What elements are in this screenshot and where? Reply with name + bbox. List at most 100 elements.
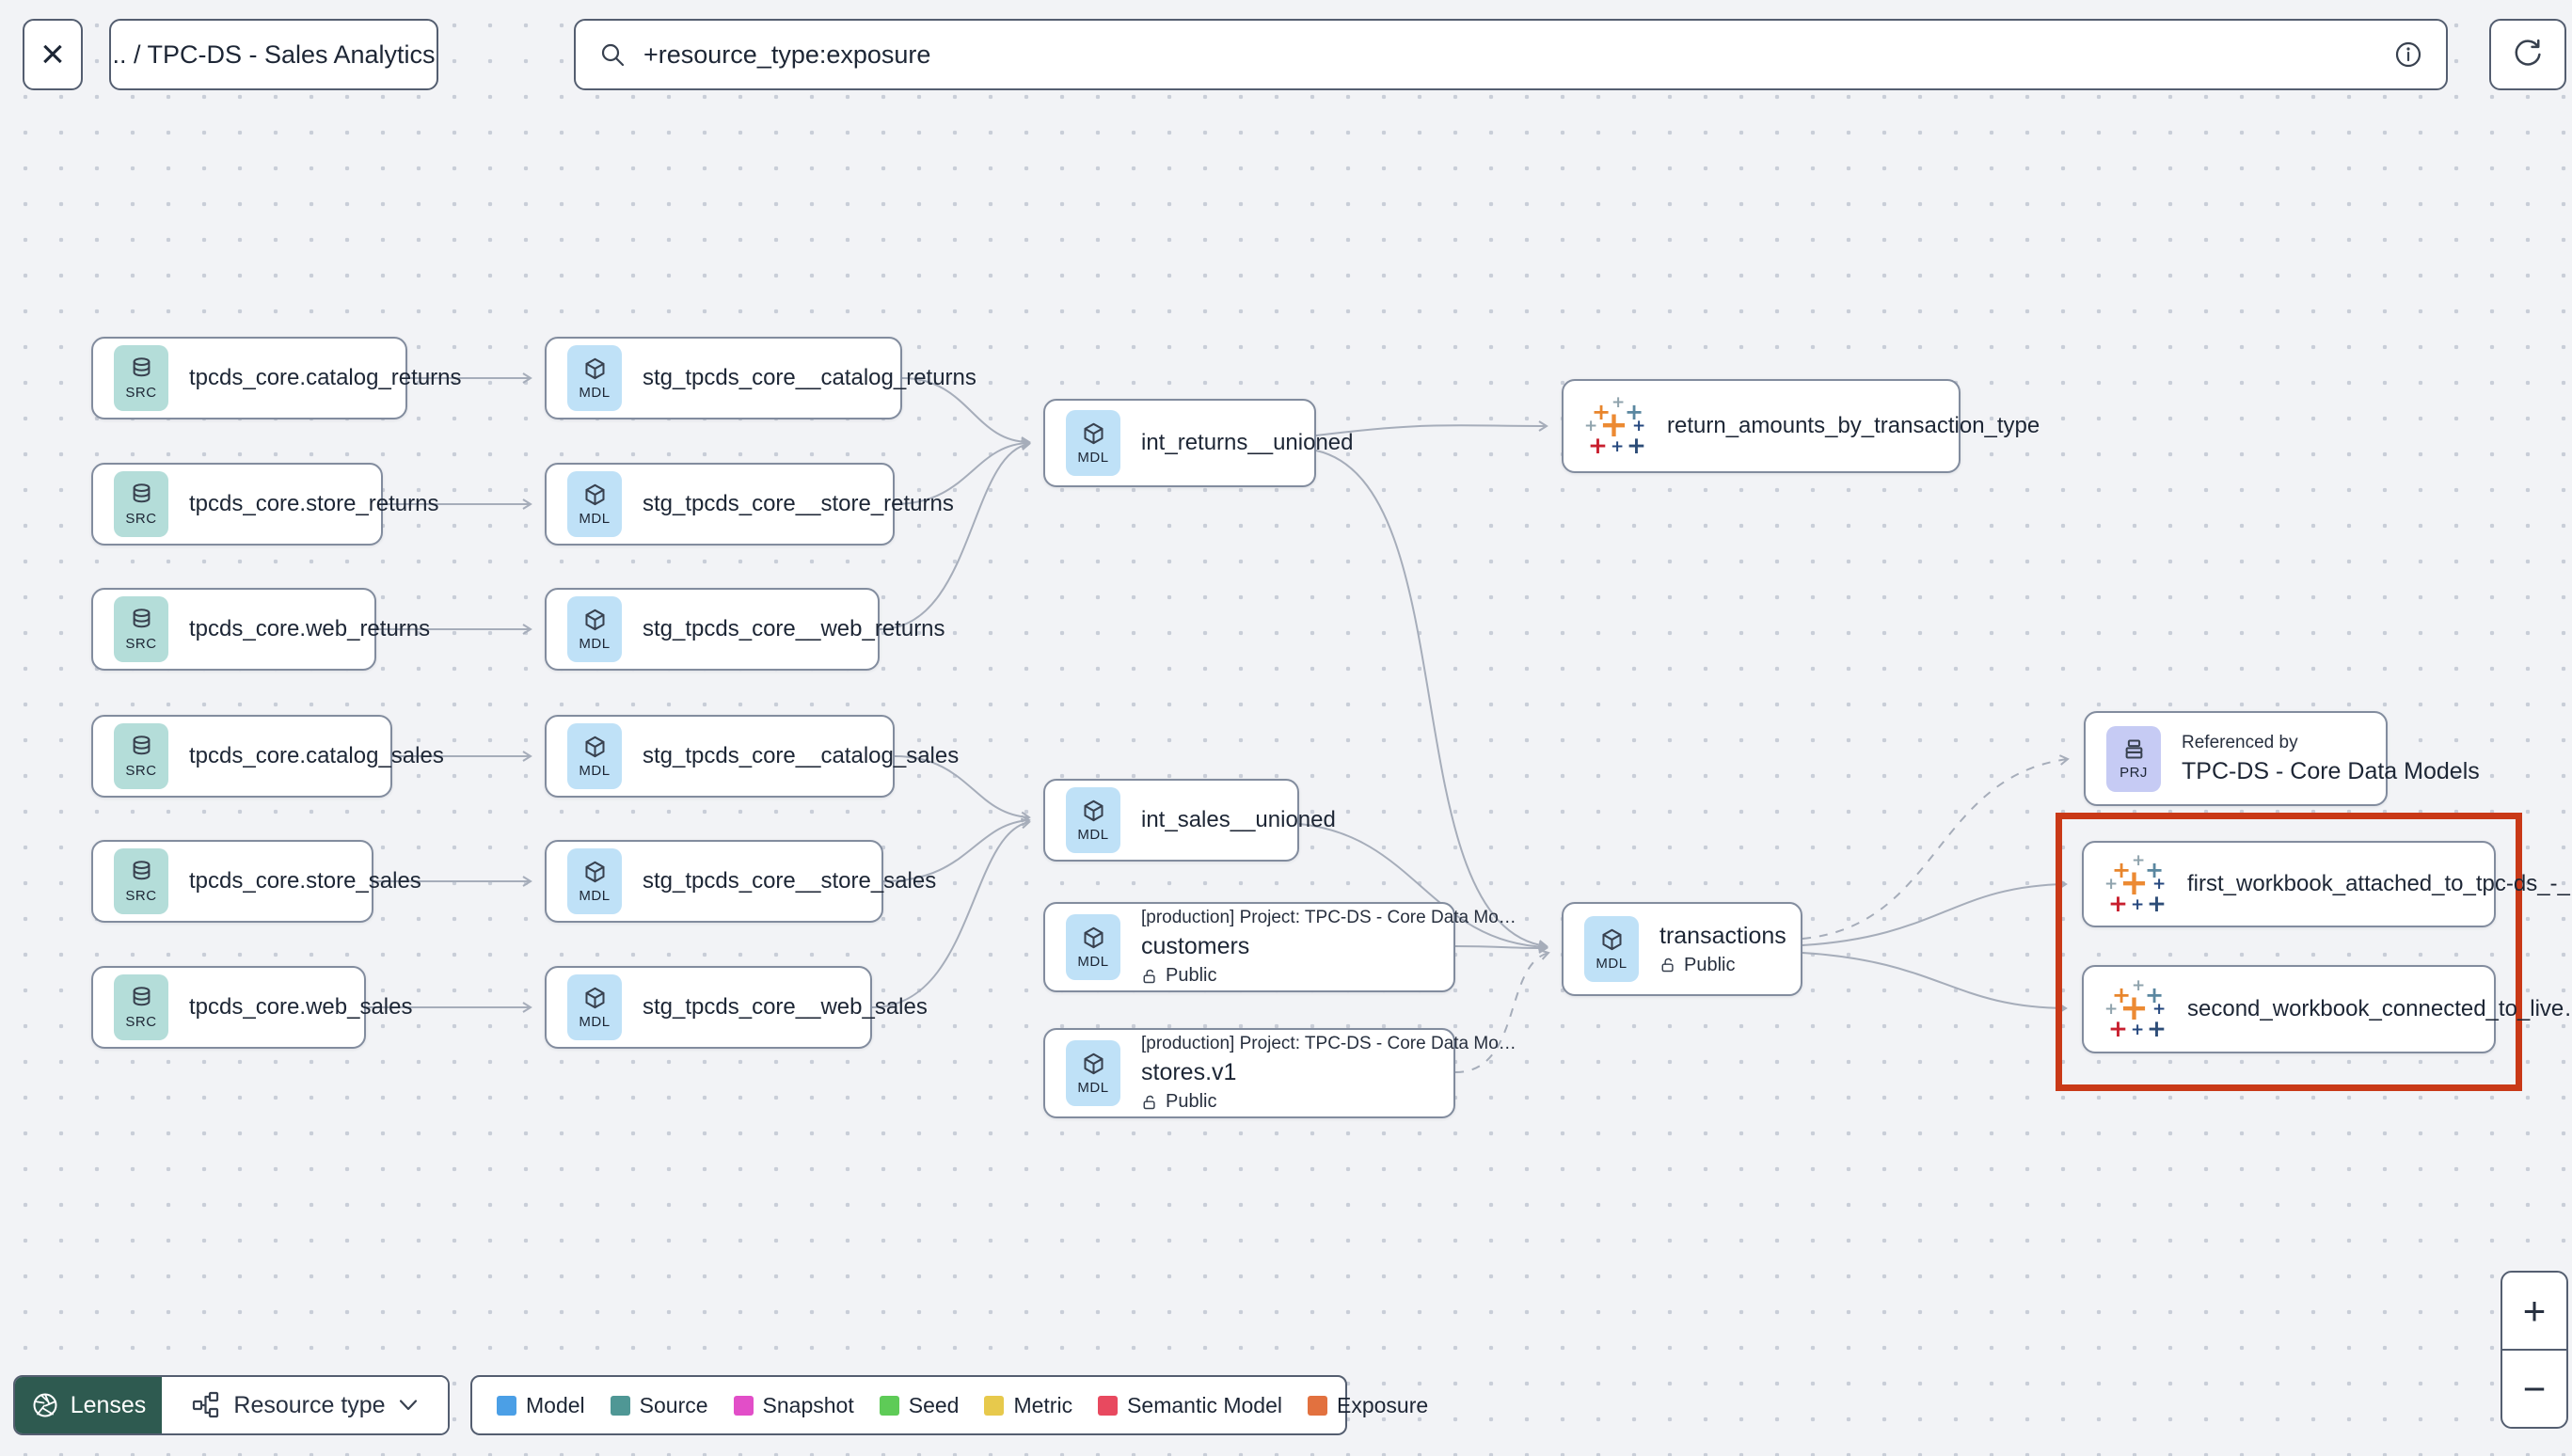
node-stg-store-sales[interactable]: MDL stg_tpcds_core__store_sales bbox=[545, 840, 936, 923]
close-button[interactable]: × bbox=[23, 19, 83, 90]
node-exposure-first-workbook[interactable]: +++ +++ +++ first_workbook_attached_to_t… bbox=[2082, 841, 2572, 927]
node-stg-web-returns[interactable]: MDL stg_tpcds_core__web_returns bbox=[545, 588, 945, 671]
cube-icon bbox=[584, 861, 605, 882]
legend-item-semantic-model: Semantic Model bbox=[1098, 1393, 1282, 1418]
refresh-button[interactable] bbox=[2489, 19, 2566, 90]
model-badge: MDL bbox=[567, 974, 622, 1040]
node-source-web-returns[interactable]: SRC tpcds_core.web_returns bbox=[91, 588, 430, 671]
model-badge: MDL bbox=[567, 848, 622, 914]
layers-icon bbox=[2125, 739, 2142, 759]
legend-item-metric: Metric bbox=[984, 1393, 1072, 1418]
source-badge: SRC bbox=[114, 848, 168, 914]
node-int-returns-unioned[interactable]: MDL int_returns__unioned bbox=[1043, 399, 1354, 487]
node-customers[interactable]: MDL [production] Project: TPC-DS - Core … bbox=[1043, 902, 1516, 992]
legend-item-exposure: Exposure bbox=[1308, 1393, 1428, 1418]
search-icon bbox=[601, 43, 625, 67]
database-icon bbox=[133, 860, 150, 879]
cube-icon bbox=[1601, 928, 1622, 950]
zoom-out-button[interactable]: − bbox=[2502, 1351, 2566, 1427]
cube-icon bbox=[584, 357, 605, 379]
search-bar[interactable] bbox=[574, 19, 2448, 90]
model-badge: MDL bbox=[1066, 914, 1120, 980]
close-icon: × bbox=[40, 31, 65, 77]
node-stores-v1[interactable]: MDL [production] Project: TPC-DS - Core … bbox=[1043, 1028, 1516, 1118]
model-badge: MDL bbox=[567, 596, 622, 662]
chevron-down-icon bbox=[399, 1400, 417, 1411]
node-source-catalog-sales[interactable]: SRC tpcds_core.catalog_sales bbox=[91, 715, 444, 798]
node-source-web-sales[interactable]: SRC tpcds_core.web_sales bbox=[91, 966, 412, 1049]
node-exposure-second-workbook[interactable]: +++ +++ +++ second_workbook_connected_to… bbox=[2082, 965, 2572, 1053]
lens-controls: Lenses Resource type bbox=[13, 1375, 450, 1435]
legend-item-snapshot: Snapshot bbox=[733, 1393, 854, 1418]
legend-swatch bbox=[1098, 1395, 1119, 1416]
model-badge: MDL bbox=[1066, 1040, 1120, 1106]
visibility-line: Public bbox=[1141, 965, 1516, 987]
search-input[interactable] bbox=[643, 40, 2376, 70]
zoom-in-button[interactable]: + bbox=[2502, 1273, 2566, 1351]
node-source-catalog-returns[interactable]: SRC tpcds_core.catalog_returns bbox=[91, 337, 462, 419]
cube-icon bbox=[584, 483, 605, 505]
database-icon bbox=[133, 483, 150, 502]
node-stg-web-sales[interactable]: MDL stg_tpcds_core__web_sales bbox=[545, 966, 928, 1049]
source-badge: SRC bbox=[114, 723, 168, 789]
plus-icon: + bbox=[2522, 1288, 2547, 1333]
model-badge: MDL bbox=[567, 723, 622, 789]
source-badge: SRC bbox=[114, 345, 168, 411]
visibility-line: Public bbox=[1659, 955, 1786, 976]
unlock-icon bbox=[1661, 957, 1674, 973]
info-icon[interactable] bbox=[2393, 40, 2423, 70]
legend-swatch bbox=[733, 1395, 754, 1416]
node-stg-catalog-returns[interactable]: MDL stg_tpcds_core__catalog_returns bbox=[545, 337, 976, 419]
tableau-icon: +++ +++ +++ bbox=[1584, 393, 1646, 459]
model-badge: MDL bbox=[1066, 787, 1120, 853]
node-int-sales-unioned[interactable]: MDL int_sales__unioned bbox=[1043, 779, 1336, 862]
breadcrumb[interactable]: .. / TPC-DS - Sales Analytics bbox=[109, 19, 438, 90]
model-badge: MDL bbox=[567, 471, 622, 537]
node-stg-catalog-sales[interactable]: MDL stg_tpcds_core__catalog_sales bbox=[545, 715, 959, 798]
node-exposure-return-amounts[interactable]: +++ +++ +++ return_amounts_by_transactio… bbox=[1562, 379, 2040, 473]
node-source-store-sales[interactable]: SRC tpcds_core.store_sales bbox=[91, 840, 421, 923]
cube-icon bbox=[1083, 422, 1103, 444]
selection-highlight bbox=[2056, 813, 2522, 1091]
hierarchy-icon bbox=[193, 1391, 219, 1418]
legend: Model Source Snapshot Seed Metric Semant… bbox=[470, 1375, 1428, 1435]
cube-icon bbox=[584, 609, 605, 630]
legend-swatch bbox=[610, 1395, 630, 1416]
legend-swatch bbox=[984, 1395, 1005, 1416]
legend-swatch bbox=[497, 1395, 516, 1416]
cube-icon bbox=[1083, 1052, 1103, 1074]
breadcrumb-label: .. / TPC-DS - Sales Analytics bbox=[112, 40, 436, 69]
database-icon bbox=[133, 735, 150, 754]
aperture-icon bbox=[33, 1393, 57, 1417]
minus-icon: − bbox=[2522, 1366, 2547, 1411]
node-source-store-returns[interactable]: SRC tpcds_core.store_returns bbox=[91, 463, 438, 546]
refresh-icon bbox=[2515, 39, 2541, 66]
cube-icon bbox=[584, 736, 605, 757]
model-badge: MDL bbox=[1066, 410, 1120, 476]
cube-icon bbox=[584, 987, 605, 1008]
unlock-icon bbox=[1143, 1095, 1155, 1109]
source-badge: SRC bbox=[114, 974, 168, 1040]
model-badge: MDL bbox=[1584, 916, 1639, 982]
tableau-icon: +++ +++ +++ bbox=[2104, 976, 2167, 1042]
database-icon bbox=[133, 986, 150, 1005]
tableau-icon: +++ +++ +++ bbox=[2104, 851, 2167, 917]
legend-item-model: Model bbox=[497, 1393, 585, 1418]
cube-icon bbox=[1083, 926, 1103, 948]
cube-icon bbox=[1083, 799, 1103, 821]
node-stg-store-returns[interactable]: MDL stg_tpcds_core__store_returns bbox=[545, 463, 954, 546]
database-icon bbox=[133, 608, 150, 627]
legend-item-source: Source bbox=[610, 1393, 708, 1418]
database-icon bbox=[133, 356, 150, 376]
node-transactions[interactable]: MDL transactions Public bbox=[1562, 902, 1802, 996]
node-referenced-by-project[interactable]: PRJ Referenced by TPC-DS - Core Data Mod… bbox=[2084, 711, 2480, 806]
legend-swatch bbox=[1308, 1395, 1327, 1416]
legend-swatch bbox=[879, 1395, 899, 1416]
unlock-icon bbox=[1143, 969, 1155, 983]
resource-type-dropdown[interactable]: Resource type bbox=[162, 1377, 448, 1433]
source-badge: SRC bbox=[114, 596, 168, 662]
zoom-controls: + − bbox=[2501, 1271, 2568, 1429]
lenses-button[interactable]: Lenses bbox=[15, 1377, 162, 1433]
